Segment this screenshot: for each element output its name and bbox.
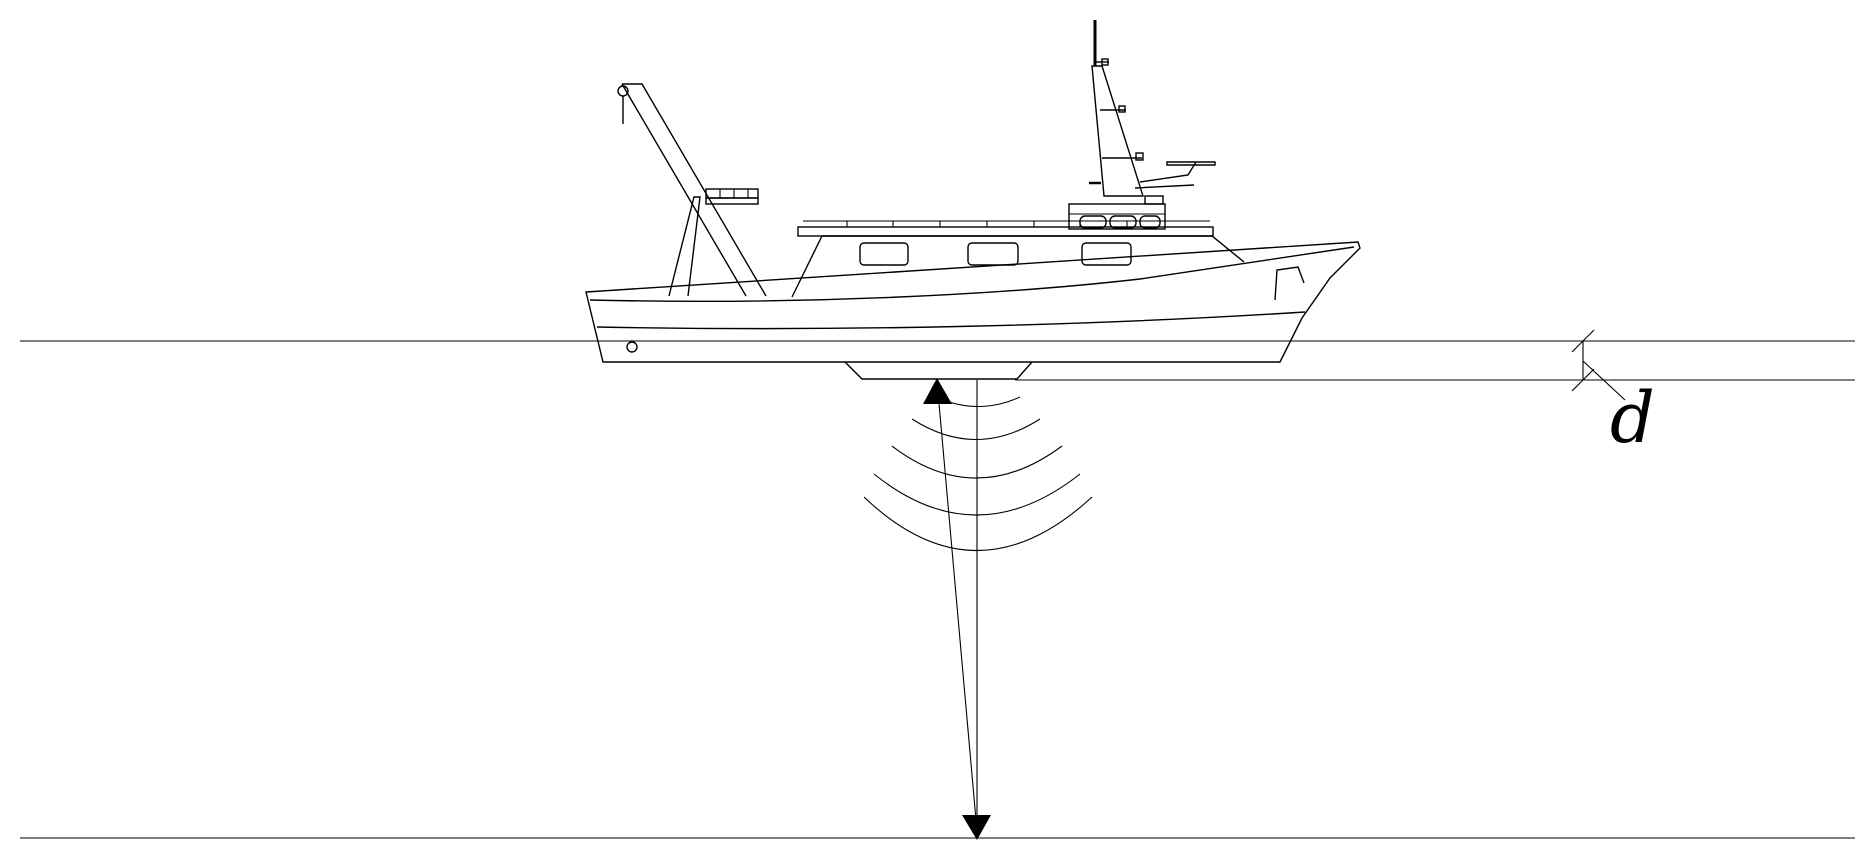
boat-hull: [585, 241, 1361, 363]
down-pulse-arrow-icon: [962, 815, 991, 840]
fishing-boat: [585, 20, 1361, 380]
cabin-window: [859, 242, 909, 266]
draft-dimension: [1571, 329, 1626, 401]
porthole-icon: [626, 341, 638, 353]
sonar-waves: [863, 396, 1093, 551]
return-echo-arrow-icon: [923, 378, 952, 404]
anchor-mark-icon: [1274, 266, 1305, 301]
mast: [1091, 65, 1144, 197]
echo-path-line: [937, 391, 977, 821]
radar-antenna: [1134, 161, 1216, 189]
cabin-window: [1081, 242, 1132, 266]
cabin-window: [967, 242, 1019, 266]
draft-label: d: [1610, 377, 1655, 459]
crane-boom: [617, 83, 767, 297]
transducer-housing: [844, 361, 1033, 380]
